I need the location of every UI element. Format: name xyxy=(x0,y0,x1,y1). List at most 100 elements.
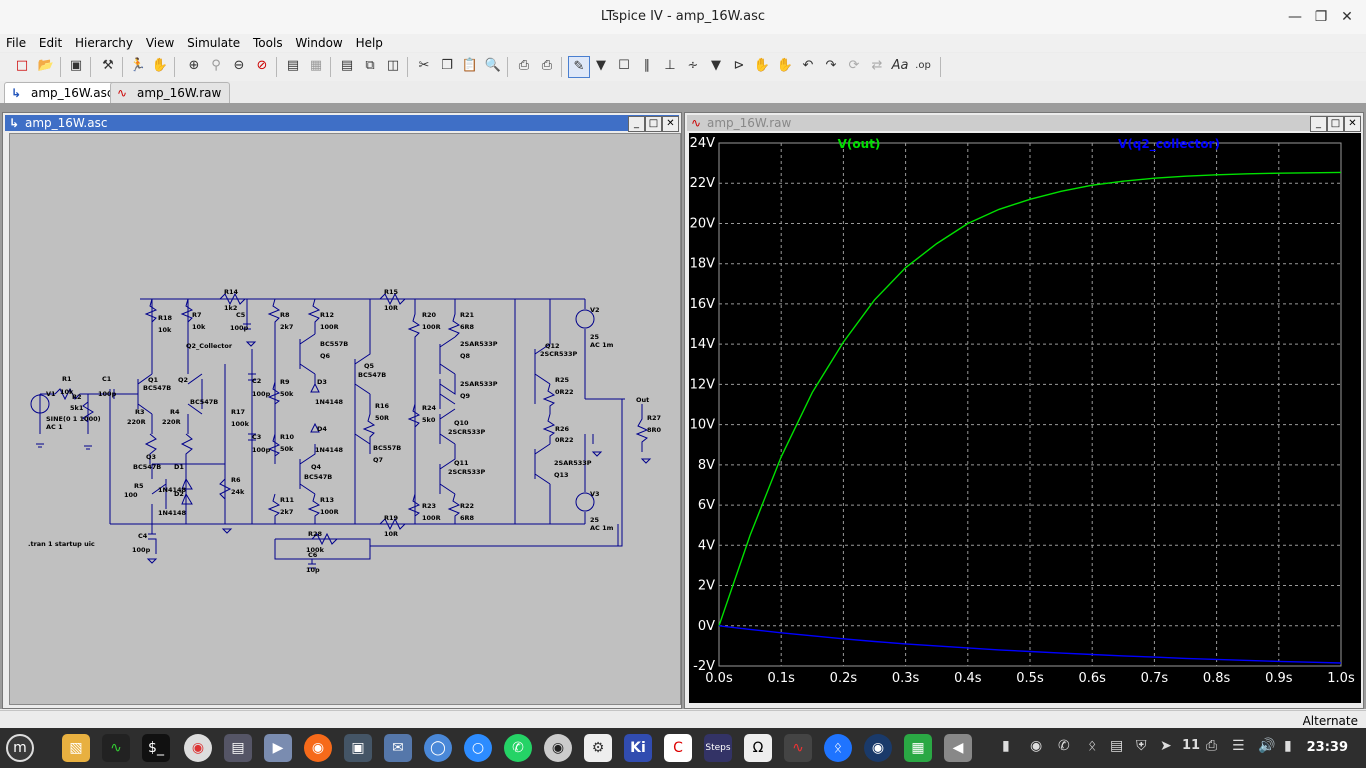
paste-icon[interactable]: 📋 xyxy=(461,58,479,73)
camera-icon[interactable]: ▣ xyxy=(344,734,372,762)
zoom-out-icon[interactable]: ⊖ xyxy=(233,58,245,73)
zoom-in-icon[interactable]: ⊕ xyxy=(188,58,200,73)
run-icon[interactable]: 🏃 xyxy=(129,58,147,73)
vpn-icon[interactable]: ◉ xyxy=(864,734,892,762)
files-icon[interactable]: ▧ xyxy=(62,734,90,762)
copy-icon[interactable]: ❐ xyxy=(441,58,453,73)
grid-icon[interactable]: ▦ xyxy=(309,58,323,73)
webcam-icon[interactable]: ◉ xyxy=(544,734,572,762)
minimize-button[interactable]: — xyxy=(1288,9,1302,25)
resistor-icon[interactable]: ∥ xyxy=(643,58,651,73)
mirror-icon[interactable]: ⇄ xyxy=(871,58,883,73)
label-r19-val: 10R xyxy=(384,530,398,538)
text-icon[interactable]: Aa xyxy=(891,58,909,73)
control-panel-icon[interactable]: ⚒ xyxy=(102,58,114,73)
drag-icon[interactable]: ✋ xyxy=(776,58,794,73)
child-close-button[interactable]: ✕ xyxy=(662,116,679,132)
cura-icon[interactable]: C xyxy=(664,734,692,762)
wire-icon[interactable]: ✎ xyxy=(568,56,590,78)
label-net-icon[interactable]: ☐ xyxy=(618,58,630,73)
trash-icon[interactable]: ▮ xyxy=(1002,738,1010,754)
tray-volume-icon[interactable]: 🔊 xyxy=(1258,738,1276,754)
move-icon[interactable]: ✋ xyxy=(753,58,771,73)
pan-icon[interactable]: ⚲ xyxy=(211,58,221,73)
print-icon[interactable]: ⎙ xyxy=(541,58,553,73)
tab-waveform[interactable]: ∿ amp_16W.raw xyxy=(110,82,231,103)
cascade-icon[interactable]: ⧉ xyxy=(365,58,375,73)
tray-mint-icon[interactable]: ◉ xyxy=(1030,738,1043,754)
system-monitor-icon[interactable]: ∿ xyxy=(102,734,130,762)
schematic-window[interactable]: ↳ amp_16W.asc _ □ ✕ xyxy=(2,112,682,709)
browser-icon[interactable]: ◯ xyxy=(424,734,452,762)
menu-icon[interactable]: m xyxy=(6,734,34,762)
tray-bluetooth-icon[interactable]: ᛟ xyxy=(1088,738,1097,754)
inductor-icon[interactable]: ∻ xyxy=(687,58,699,73)
spice-directive-icon[interactable]: .op xyxy=(915,60,931,71)
schematic-window-title[interactable]: ↳ amp_16W.asc _ □ ✕ xyxy=(5,115,679,132)
spreadsheet-icon[interactable]: ▦ xyxy=(904,734,932,762)
menu-help[interactable]: Help xyxy=(355,36,383,50)
settings-icon[interactable]: ⚙ xyxy=(584,734,612,762)
undo-icon[interactable]: ↶ xyxy=(802,58,814,73)
menu-tools[interactable]: Tools xyxy=(253,36,283,50)
terminal-icon[interactable]: $_ xyxy=(142,734,170,762)
menu-edit[interactable]: Edit xyxy=(38,36,63,50)
tray-shield-icon[interactable]: ⛨ xyxy=(1136,738,1147,754)
close-button[interactable]: ✕ xyxy=(1341,9,1353,25)
rotate-icon[interactable]: ⟳ xyxy=(848,58,860,73)
schematic-canvas[interactable]: V1 SINE(0 1 1000) AC 1 R1 10k R2 5k1 C1 … xyxy=(9,133,681,705)
child-maximize-button[interactable]: □ xyxy=(1327,116,1344,132)
steps-icon[interactable]: Steps xyxy=(704,734,732,762)
firefox-icon[interactable]: ◉ xyxy=(304,734,332,762)
child-close-button[interactable]: ✕ xyxy=(1344,116,1361,132)
kicad-icon[interactable]: Ki xyxy=(624,734,652,762)
zoom-fit-icon[interactable]: ⊘ xyxy=(256,58,268,73)
audio-icon[interactable]: ◀ xyxy=(944,734,972,762)
ltspice2-icon[interactable]: ∿ xyxy=(784,734,812,762)
mail-icon[interactable]: ✉ xyxy=(384,734,412,762)
open-icon[interactable]: 📂 xyxy=(37,58,55,73)
tray-battery-icon[interactable]: ▮ xyxy=(1284,738,1292,754)
tile-vertical-icon[interactable]: ◫ xyxy=(386,58,400,73)
menu-view[interactable]: View xyxy=(145,36,175,50)
tile-horizontal-icon[interactable]: ▤ xyxy=(340,58,354,73)
cut-icon[interactable]: ✂ xyxy=(418,58,430,73)
waveform-window-title[interactable]: ∿ amp_16W.raw _ □ ✕ xyxy=(687,115,1361,132)
menu-window[interactable]: Window xyxy=(295,36,343,50)
find-icon[interactable]: 🔍 xyxy=(484,58,502,73)
child-minimize-button[interactable]: _ xyxy=(628,116,645,132)
child-maximize-button[interactable]: □ xyxy=(645,116,662,132)
new-schematic-icon[interactable]: □ xyxy=(15,58,29,73)
label-r21: R21 xyxy=(460,311,475,319)
ltspice-icon[interactable]: ▶ xyxy=(264,734,292,762)
disks-icon[interactable]: ▤ xyxy=(224,734,252,762)
whatsapp-icon[interactable]: ✆ xyxy=(504,734,532,762)
tray-whatsapp-icon[interactable]: ✆ xyxy=(1058,738,1070,754)
print-setup-icon[interactable]: ⎙ xyxy=(518,58,530,73)
zoom-icon[interactable]: ○ xyxy=(464,734,492,762)
tray-printer-icon[interactable]: ⎙ xyxy=(1206,738,1218,754)
ground-icon[interactable]: ▼ xyxy=(596,58,606,73)
diode-icon[interactable]: ▼ xyxy=(711,58,721,73)
menu-file[interactable]: File xyxy=(6,36,27,50)
save-icon[interactable]: ▣ xyxy=(69,58,83,73)
bluetooth-icon[interactable]: ᛟ xyxy=(824,734,852,762)
halt-icon[interactable]: ✋ xyxy=(151,58,169,73)
redo-icon[interactable]: ↷ xyxy=(825,58,837,73)
component-icon[interactable]: ⊳ xyxy=(733,58,745,73)
child-minimize-button[interactable]: _ xyxy=(1310,116,1327,132)
menu-hierarchy[interactable]: Hierarchy xyxy=(75,36,134,50)
tray-notification-icon[interactable]: ➤ xyxy=(1160,738,1172,754)
tab-schematic[interactable]: ↳ amp_16W.asc xyxy=(4,82,123,103)
maximize-button[interactable]: ❐ xyxy=(1314,9,1328,25)
chrome-icon[interactable]: ◉ xyxy=(184,734,212,762)
menu-simulate[interactable]: Simulate xyxy=(187,36,241,50)
tray-wifi-icon[interactable]: ☰ xyxy=(1232,738,1245,754)
omega-icon[interactable]: Ω xyxy=(744,734,772,762)
autorange-icon[interactable]: ▤ xyxy=(286,58,300,73)
capacitor-icon[interactable]: ⊥ xyxy=(664,58,676,73)
tray-clipboard-icon[interactable]: ▤ xyxy=(1110,738,1124,754)
window-titlebar[interactable]: LTspice IV - amp_16W.asc — ❐ ✕ xyxy=(0,0,1366,34)
